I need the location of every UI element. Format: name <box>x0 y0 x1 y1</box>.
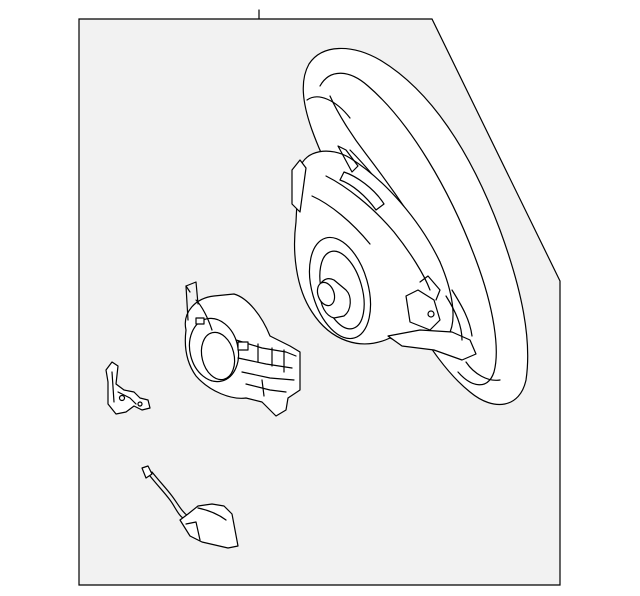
wire-harness <box>141 465 239 549</box>
steering-wheel <box>291 47 529 406</box>
bracket <box>105 361 151 415</box>
clock-spring <box>184 281 301 417</box>
